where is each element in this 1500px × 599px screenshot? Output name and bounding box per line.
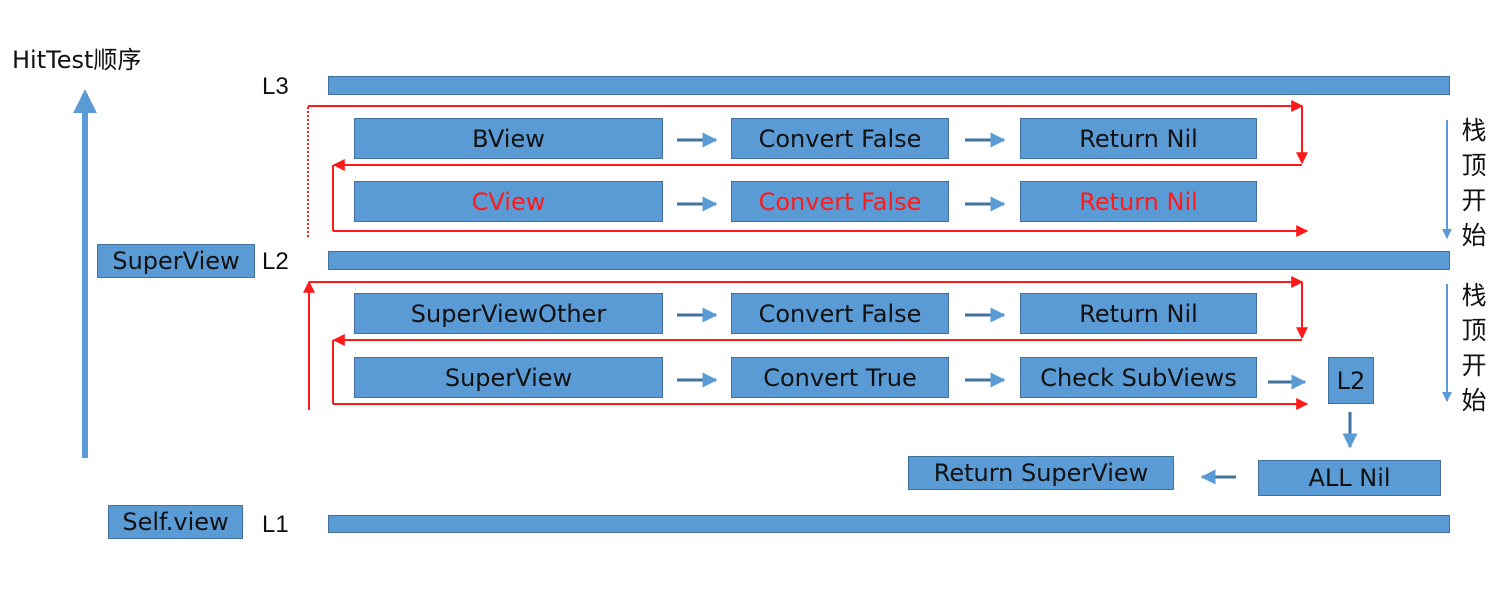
- cview-result-box: Return Nil: [1020, 181, 1257, 222]
- all-nil-box: ALL Nil: [1258, 460, 1441, 496]
- superviewother-box: SuperViewOther: [354, 293, 663, 334]
- stack-note-bottom: 栈顶开始: [1461, 281, 1487, 415]
- selfview-side-label: Self.view: [108, 505, 243, 539]
- cview-box: CView: [354, 181, 663, 222]
- level-bar-l2: [328, 251, 1450, 270]
- check-subviews-box: Check SubViews: [1020, 357, 1257, 398]
- level-label-l2: L2: [262, 248, 289, 275]
- superview-side-label: SuperView: [97, 244, 255, 278]
- superviewother-result-box: Return Nil: [1020, 293, 1257, 334]
- hittest-order-title: HitTest顺序: [12, 46, 142, 74]
- superview-box: SuperView: [354, 357, 663, 398]
- bview-box: BView: [354, 118, 663, 159]
- red-flow-upper: [307, 100, 1309, 237]
- l2-recurse-box: L2: [1328, 357, 1374, 404]
- cview-convert-box: Convert False: [731, 181, 949, 222]
- return-superview-box: Return SuperView: [908, 456, 1174, 490]
- stack-note-top: 栈顶开始: [1461, 116, 1487, 250]
- blue-flow-arrows: [677, 132, 1358, 485]
- level-bar-l3: [328, 76, 1450, 95]
- red-flow-lower: [303, 276, 1309, 410]
- superviewother-convert-box: Convert False: [731, 293, 949, 334]
- level-label-l3: L3: [262, 73, 289, 100]
- level-label-l1: L1: [262, 511, 289, 538]
- level-bar-l1: [328, 515, 1450, 533]
- bview-result-box: Return Nil: [1020, 118, 1257, 159]
- bview-convert-box: Convert False: [731, 118, 949, 159]
- superview-convert-box: Convert True: [731, 357, 949, 398]
